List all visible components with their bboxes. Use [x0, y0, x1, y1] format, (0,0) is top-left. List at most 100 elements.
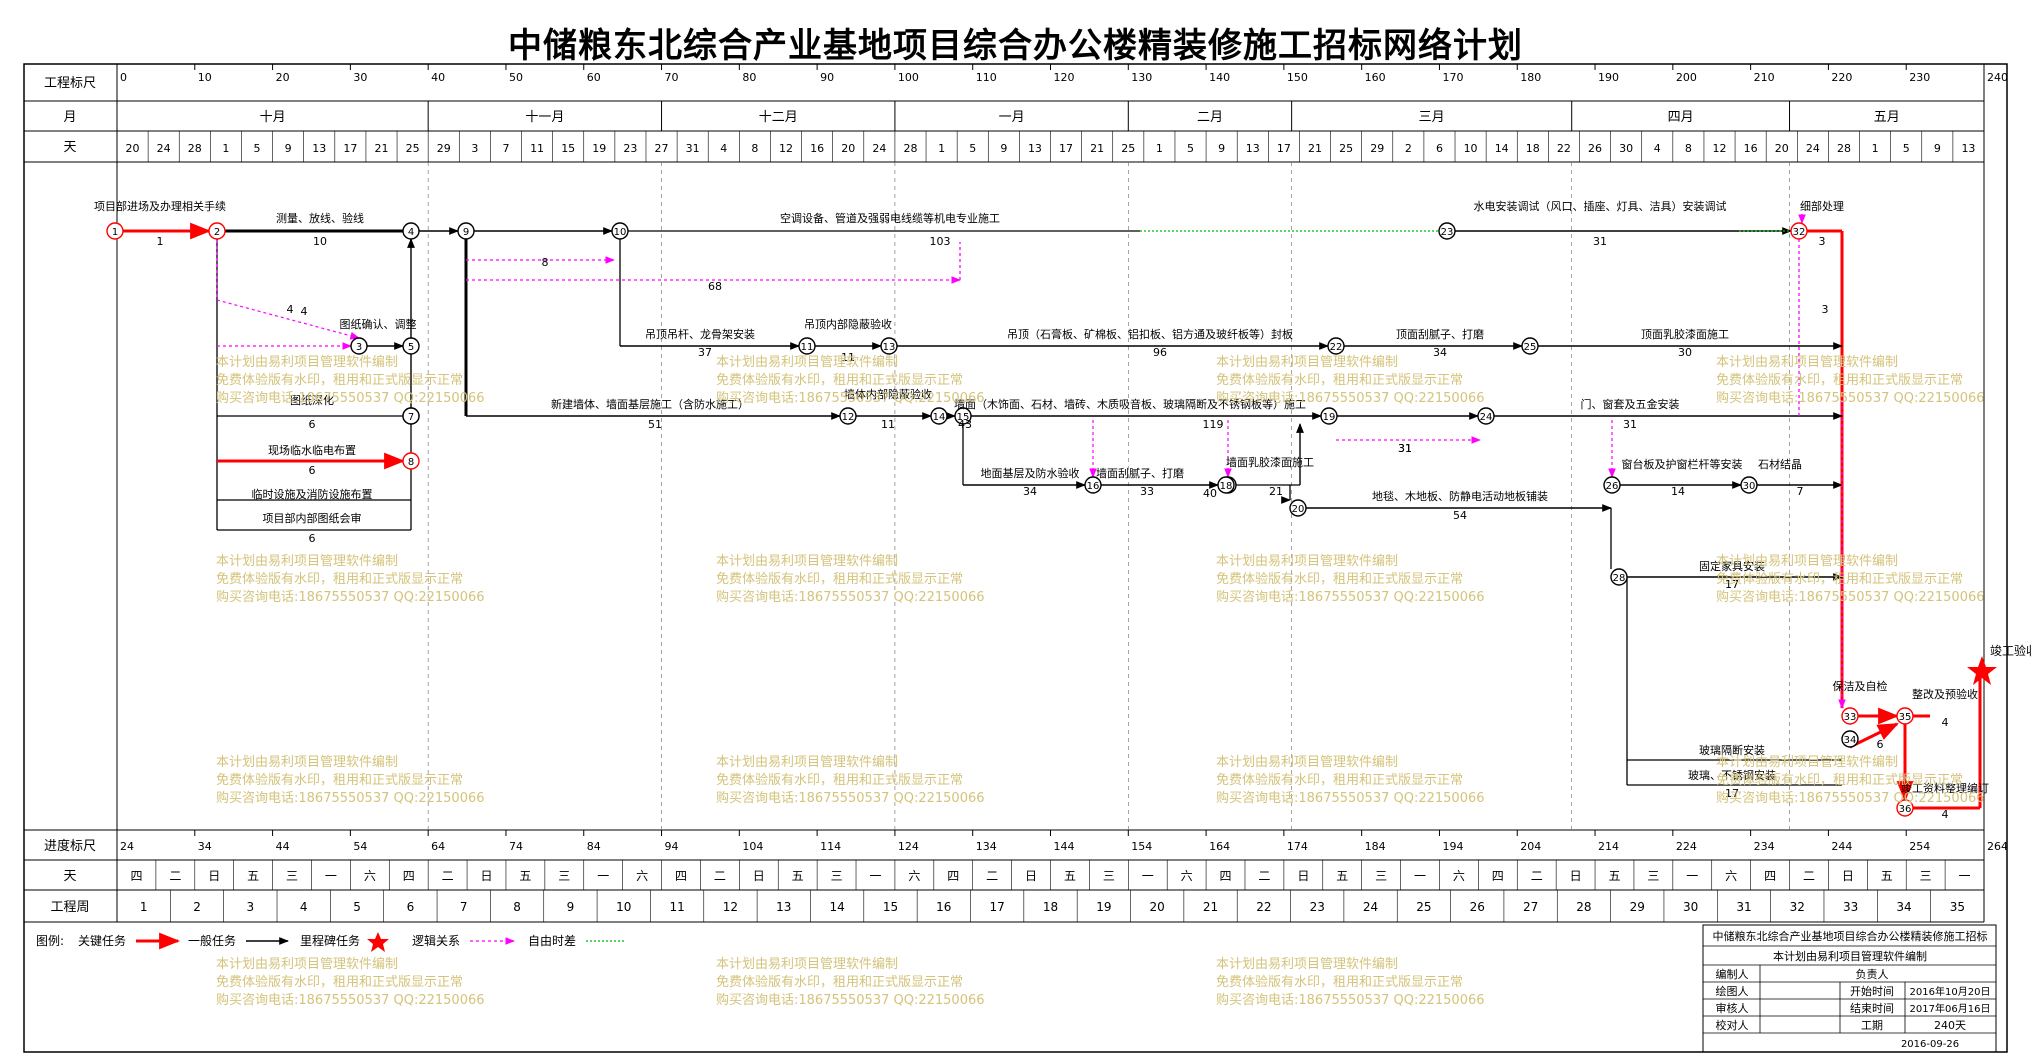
- weekday-label: 五: [1336, 869, 1348, 883]
- node-label: 35: [1899, 712, 1912, 723]
- legend-title: 图例:: [36, 934, 64, 948]
- watermark-line2: 免费体验版有水印，租用和正式版显示正常: [216, 372, 463, 388]
- node-label: 1: [112, 227, 118, 238]
- scale-tick-label: 190: [1598, 71, 1619, 84]
- day-label: 11: [530, 142, 544, 155]
- progress-tick-label: 234: [1754, 840, 1775, 853]
- weekday-label: 六: [364, 869, 376, 883]
- node-circle: [1477, 407, 1495, 425]
- week-label: 22: [1256, 900, 1271, 914]
- weekday-label: 二: [714, 869, 726, 883]
- week-label: 30: [1683, 900, 1698, 914]
- weekday-label: 五: [247, 869, 259, 883]
- task-label: 整改及预验收: [1912, 687, 1978, 701]
- task-duration: 4: [287, 303, 294, 316]
- day-label: 17: [1277, 142, 1291, 155]
- task-label: 窗台板及护窗栏杆等安装: [1622, 457, 1743, 471]
- row-label-day-bottom: 天: [63, 869, 76, 884]
- task-label: 竣工资料整理编订: [1901, 781, 1989, 795]
- node-label: 36: [1899, 804, 1912, 815]
- progress-tick-label: 44: [276, 840, 290, 853]
- day-label: 27: [655, 142, 669, 155]
- day-label: 24: [1806, 142, 1820, 155]
- task-label: 图纸深化: [290, 393, 334, 407]
- weekday-label: 二: [1803, 869, 1815, 883]
- week-label: 26: [1470, 900, 1485, 914]
- day-label: 24: [872, 142, 886, 155]
- week-label: 13: [776, 900, 791, 914]
- node-circle: [208, 222, 226, 240]
- watermark-line3: 购买咨询电话:18675550537 QQ:22150066: [716, 790, 985, 806]
- watermark-line1: 本计划由易利项目管理软件编制: [1216, 355, 1398, 370]
- watermark-line1: 本计划由易利项目管理软件编制: [716, 355, 898, 370]
- week-label: 14: [829, 900, 844, 914]
- watermark-line2: 免费体验版有水印，租用和正式版显示正常: [1716, 772, 1963, 788]
- watermark-line2: 免费体验版有水印，租用和正式版显示正常: [1716, 372, 1963, 388]
- day-label: 23: [623, 142, 637, 155]
- node-circle: [1603, 476, 1621, 494]
- row-label-scale: 工程标尺: [44, 76, 96, 91]
- weekday-label: 四: [1764, 869, 1776, 883]
- watermark-line2: 免费体验版有水印，租用和正式版显示正常: [716, 372, 963, 388]
- week-label: 32: [1790, 900, 1805, 914]
- row-label-week: 工程周: [50, 900, 89, 915]
- node-circle: [1790, 222, 1808, 240]
- day-label: 29: [1370, 142, 1384, 155]
- info-owner-label: 负责人: [1856, 967, 1889, 981]
- task-duration: 30: [1678, 346, 1692, 359]
- node-label: 19: [1323, 412, 1336, 423]
- info-duration: 240天: [1934, 1019, 1966, 1032]
- node-circle: [457, 222, 475, 240]
- task-duration: 3: [1822, 303, 1829, 316]
- week-label: 18: [1043, 900, 1058, 914]
- node-label: 32: [1793, 227, 1806, 238]
- milestone-star: [1967, 656, 1997, 685]
- weekday-label: 二: [169, 869, 181, 883]
- node-label: 11: [801, 342, 814, 353]
- weekday-label: 一: [1686, 869, 1698, 883]
- month-label: 一月: [999, 110, 1025, 125]
- progress-tick-label: 204: [1520, 840, 1541, 853]
- day-label: 26: [1588, 142, 1602, 155]
- watermark-line3: 购买咨询电话:18675550537 QQ:22150066: [1216, 992, 1485, 1008]
- progress-tick-label: 114: [820, 840, 841, 853]
- task-label: 图纸确认、调整: [340, 317, 417, 331]
- watermark-line1: 本计划由易利项目管理软件编制: [716, 957, 898, 972]
- day-label: 25: [406, 142, 420, 155]
- day-label: 16: [810, 142, 824, 155]
- legend-logic-label: 逻辑关系: [412, 934, 460, 948]
- node-circle: [954, 407, 972, 425]
- progress-tick-label: 224: [1676, 840, 1697, 853]
- day-label: 20: [841, 142, 855, 155]
- node-circle: [1841, 730, 1859, 748]
- weekday-label: 四: [947, 869, 959, 883]
- day-label: 9: [1934, 142, 1941, 155]
- weekday-label: 四: [675, 869, 687, 883]
- node-circle: [880, 337, 898, 355]
- day-label: 13: [312, 142, 326, 155]
- row-label-progress: 进度标尺: [44, 838, 96, 854]
- week-label: 7: [460, 900, 468, 914]
- progress-tick-label: 84: [587, 840, 601, 853]
- weekday-label: 二: [442, 869, 454, 883]
- weekday-label: 六: [636, 869, 648, 883]
- day-label: 13: [1961, 142, 1975, 155]
- weekday-label: 一: [1414, 869, 1426, 883]
- info-start-label: 开始时间: [1850, 984, 1894, 998]
- watermark-line1: 本计划由易利项目管理软件编制: [216, 355, 398, 370]
- week-label: 16: [936, 900, 951, 914]
- info-software: 本计划由易利项目管理软件编制: [1773, 949, 1927, 963]
- watermark-line3: 购买咨询电话:18675550537 QQ:22150066: [1216, 390, 1485, 406]
- day-label: 18: [1526, 142, 1540, 155]
- watermark-line3: 购买咨询电话:18675550537 QQ:22150066: [216, 992, 485, 1008]
- day-label: 9: [1000, 142, 1007, 155]
- day-label: 13: [1028, 142, 1042, 155]
- week-label: 31: [1736, 900, 1751, 914]
- week-label: 34: [1896, 900, 1911, 914]
- weekday-label: 四: [1220, 869, 1232, 883]
- task-label: 吊顶内部隐蔽验收: [804, 317, 892, 331]
- node-circle: [350, 337, 368, 355]
- day-label: 1: [1156, 142, 1163, 155]
- month-label: 十一月: [525, 110, 564, 125]
